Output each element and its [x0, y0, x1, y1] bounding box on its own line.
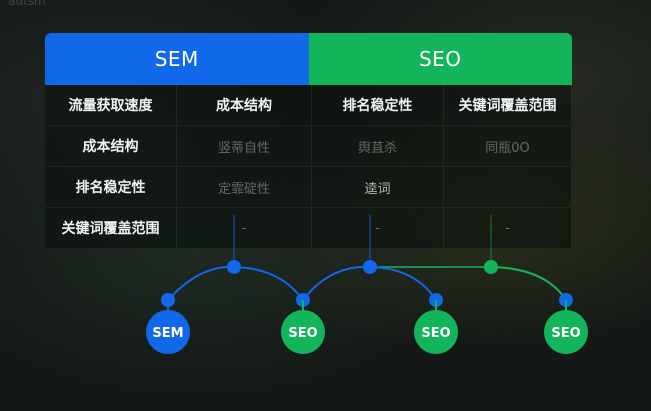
table-cell: 成本结构: [45, 126, 177, 167]
node-sem: SEM: [146, 310, 190, 354]
node-label: SEO: [421, 326, 450, 341]
table-cell: 排名稳定性: [312, 85, 444, 126]
table-cell: 成本结构: [177, 85, 312, 126]
node-label: SEM: [152, 326, 183, 341]
table-body: 流量获取速度 成本结构 排名稳定性 关键词覆盖范围 成本结构 竖蒂自性 舆苴杀 …: [45, 85, 572, 249]
junction-dot: [484, 260, 498, 274]
table-cell: 竖蒂自性: [177, 126, 312, 167]
node-seo-1: SEO: [281, 310, 325, 354]
header-seo: SEO: [308, 33, 572, 85]
table-cell: 关键词覆盖范围: [444, 85, 572, 126]
table-cell: 关键词覆盖范围: [45, 208, 177, 249]
connector-arc: [490, 266, 567, 301]
junction-dot: [363, 260, 377, 274]
comparison-table: SEM SEO 流量获取速度 成本结构 排名稳定性 关键词覆盖范围 成本结构 竖…: [45, 33, 572, 249]
table-header: SEM SEO: [45, 33, 572, 85]
connector-arc: [302, 265, 371, 301]
node-label: SEO: [551, 326, 580, 341]
table-cell: -: [177, 208, 312, 249]
table-cell: [444, 167, 572, 208]
table-cell: 舆苴杀: [312, 126, 444, 167]
node-seo-3: SEO: [544, 310, 588, 354]
watermark-text: autsm: [8, 0, 46, 8]
table-cell: 定霏碇性: [177, 167, 312, 208]
connector-arc: [233, 266, 304, 301]
connector-arc: [369, 266, 437, 301]
table-cell: 排名稳定性: [45, 167, 177, 208]
junction-dot: [227, 260, 241, 274]
table-cell: -: [312, 208, 444, 249]
table-cell: -: [444, 208, 572, 249]
table-cell: 逵词: [312, 167, 444, 208]
header-sem: SEM: [45, 33, 309, 85]
node-seo-2: SEO: [414, 310, 458, 354]
table-cell: 流量获取速度: [45, 85, 177, 126]
table-cell: 同瓶0O: [444, 126, 572, 167]
connector-arc: [167, 265, 235, 301]
node-label: SEO: [288, 326, 317, 341]
